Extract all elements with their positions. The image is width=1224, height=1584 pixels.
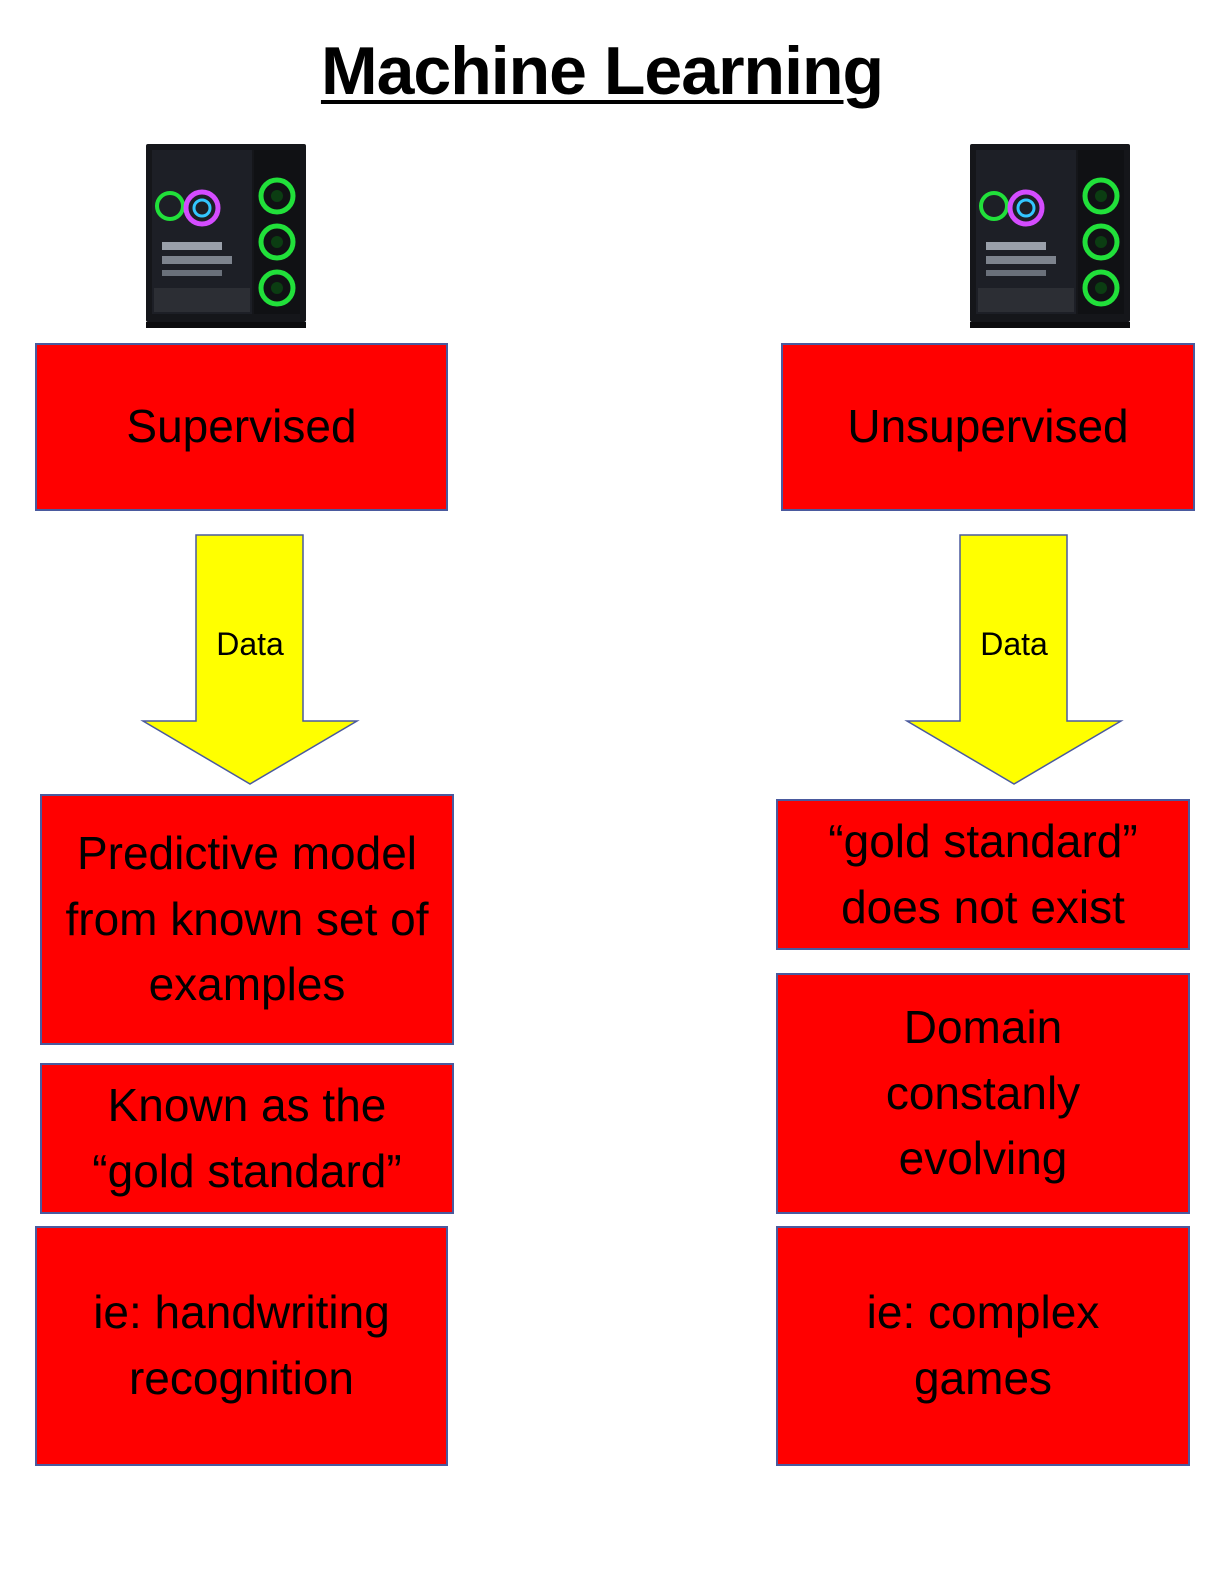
computer-tower-icon: [146, 144, 306, 328]
unsupervised-box-2: Domain constanly evolving: [776, 973, 1190, 1214]
supervised-box-1-text: Predictive model from known set of examp…: [65, 826, 429, 1011]
unsupervised-box-3-text: ie: complex games: [866, 1286, 1100, 1404]
unsupervised-header-box: Unsupervised: [781, 343, 1195, 511]
unsupervised-box-3: ie: complex games: [776, 1226, 1190, 1466]
supervised-header-box: Supervised: [35, 343, 448, 511]
data-arrow-left: [140, 534, 360, 785]
data-arrow-right: [904, 534, 1124, 785]
data-arrow-left-label: Data: [216, 626, 284, 662]
computer-tower-icon: [970, 144, 1130, 328]
supervised-label: Supervised: [126, 400, 357, 453]
page-title: Machine Learning: [320, 33, 884, 109]
unsupervised-label: Unsupervised: [847, 400, 1129, 453]
unsupervised-box-2-text: Domain constanly evolving: [885, 1000, 1081, 1185]
supervised-box-3: ie: handwriting recognition: [35, 1226, 448, 1466]
supervised-box-3-text: ie: handwriting recognition: [93, 1286, 390, 1404]
unsupervised-box-1-text: “gold standard” does not exist: [828, 814, 1138, 933]
supervised-box-1: Predictive model from known set of examp…: [40, 794, 454, 1045]
supervised-box-2-text: Known as the “gold standard”: [92, 1078, 402, 1197]
unsupervised-box-1: “gold standard” does not exist: [776, 799, 1190, 950]
supervised-box-2: Known as the “gold standard”: [40, 1063, 454, 1214]
data-arrow-right-label: Data: [980, 626, 1048, 662]
